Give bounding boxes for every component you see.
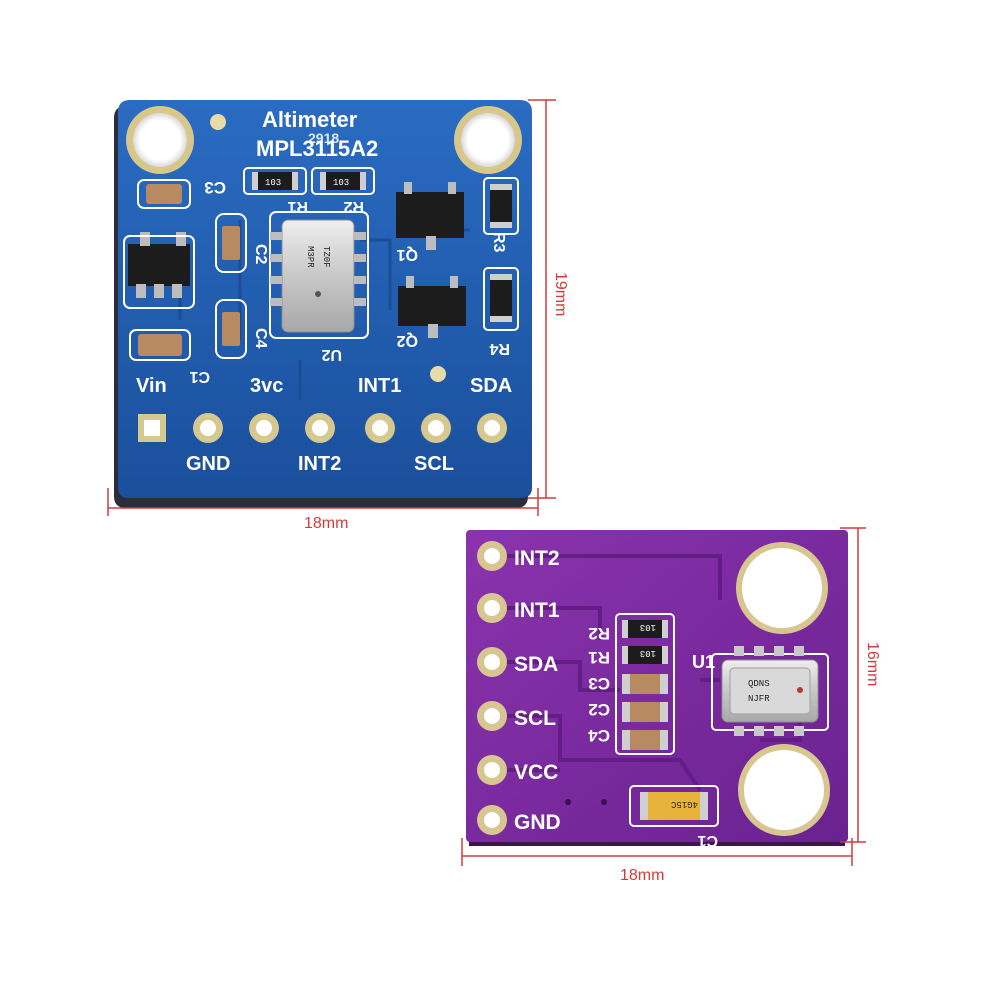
pin-label-int2: INT2 <box>298 453 341 475</box>
purple-sensor-marking-1: QDNS <box>748 679 770 689</box>
label-c2: C2 <box>252 244 269 265</box>
purple-width-label: 18mm <box>620 867 664 884</box>
cap-marking: 4G15C <box>670 799 698 809</box>
label-u2: U2 <box>321 346 342 363</box>
purple-height-label: 16mm <box>864 642 881 686</box>
r2-code: 103 <box>333 178 349 188</box>
purple-board: INT2 INT1 SDA SCL VCC GND 103 103 R2 R1 … <box>466 530 848 849</box>
purple-label-u1: U1 <box>692 652 715 672</box>
label-q1: Q1 <box>397 246 418 263</box>
purple-label-c2: C2 <box>588 700 610 719</box>
label-c3: C3 <box>204 178 226 197</box>
pin-label-3vc: 3vc <box>250 375 283 397</box>
blue-dimensions <box>107 99 556 516</box>
board-title: Altimeter <box>262 107 358 132</box>
label-q2: Q2 <box>397 332 418 349</box>
purple-r1-code: 103 <box>640 648 656 658</box>
purple-r2-code: 103 <box>640 622 656 632</box>
purple-label-r2: R2 <box>588 624 610 643</box>
purple-label-c1: C1 <box>697 832 718 849</box>
label-r2: R2 <box>343 198 364 215</box>
label-r3: R3 <box>490 232 507 253</box>
pressure-sensor-u2 <box>281 219 355 333</box>
sensor-marking-1: M3PR <box>305 246 315 268</box>
purple-label-r1: R1 <box>588 648 610 667</box>
blue-width-label: 18mm <box>304 515 348 532</box>
purple-sensor-marking-2: NJFR <box>748 694 770 704</box>
pin-label-int1: INT1 <box>358 375 401 397</box>
label-r1: R1 <box>287 198 308 215</box>
pin-label-gnd: GND <box>186 453 230 475</box>
purple-pin-int1: INT1 <box>514 599 560 622</box>
part-number: MPL3115A2 <box>256 136 378 161</box>
pin-label-scl: SCL <box>414 453 454 475</box>
tantalum-cap-c1 <box>640 792 708 820</box>
part-overprint: 2918 <box>308 130 339 146</box>
label-r4: R4 <box>489 340 510 357</box>
purple-label-c3: C3 <box>588 674 610 693</box>
pin-label-vin: Vin <box>136 375 167 397</box>
purple-pin-scl: SCL <box>514 707 556 730</box>
purple-pin-vcc: VCC <box>514 761 558 784</box>
pin-label-sda: SDA <box>470 375 512 397</box>
purple-label-c4: C4 <box>588 726 610 745</box>
purple-pin-int2: INT2 <box>514 547 560 570</box>
purple-dimensions <box>461 527 866 866</box>
sensor-marking-2: TZ0F <box>321 246 331 268</box>
blue-altimeter-board: Altimeter MPL3115A2 2918 C3 103 103 R1 R… <box>114 100 532 508</box>
purple-pin-sda: SDA <box>514 653 558 676</box>
r1-code: 103 <box>265 178 281 188</box>
label-c1: C1 <box>189 368 210 385</box>
purple-pin-gnd: GND <box>514 811 561 834</box>
label-c4: C4 <box>252 328 269 349</box>
blue-height-label: 19mm <box>552 272 569 316</box>
